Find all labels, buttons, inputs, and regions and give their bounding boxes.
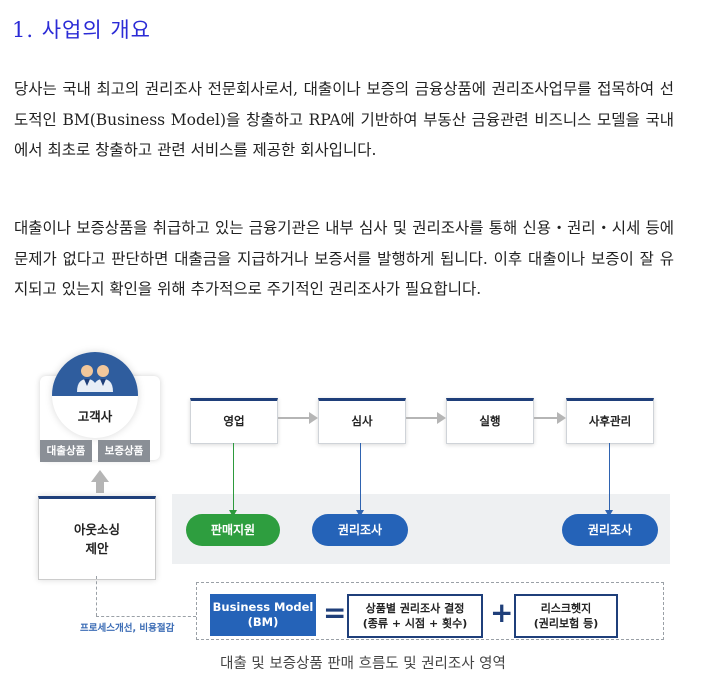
risk-hedge-box: 리스크헷지 (권리보험 등)	[514, 594, 618, 638]
plus-sign: +	[490, 596, 514, 629]
loan-product-tag: 대출상품	[40, 440, 92, 462]
intro-paragraph: 당사는 국내 최고의 권리조사 전문회사로서, 대출이나 보증의 금융상품에 권…	[14, 80, 674, 159]
process-paragraph: 대출이나 보증상품을 취급하고 있는 금융기관은 내부 심사 및 권리조사를 통…	[14, 219, 674, 298]
decision-line2: (종류 + 시점 + 횟수)	[362, 617, 468, 630]
outsourcing-line1: 아웃소싱	[73, 522, 120, 537]
arrow-right-icon	[534, 412, 566, 424]
process-improvement-label: 프로세스개선, 비용절감	[80, 623, 175, 634]
diagram-caption: 대출 및 보증상품 판매 흐름도 및 권리조사 영역	[220, 656, 506, 672]
sales-support-pill: 판매지원	[186, 514, 280, 546]
flow-diagram: 고객사 대출상품 보증상품 아웃소싱 제안 영업 심사 실행 사후관리 판매지원…	[0, 350, 726, 687]
process-step-review: 심사	[318, 398, 406, 444]
rights-decision-box: 상품별 권리조사 결정 (종류 + 시점 + 횟수)	[347, 594, 483, 638]
guarantee-product-tag: 보증상품	[98, 440, 150, 462]
bm-line2: (BM)	[247, 615, 279, 629]
equals-sign: =	[323, 596, 347, 629]
section-heading: 1. 사업의 개요	[12, 18, 151, 42]
arrow-down-icon	[356, 443, 364, 517]
outsourcing-line2: 제안	[85, 541, 109, 556]
up-arrow-icon	[91, 470, 109, 482]
dashed-connector	[96, 616, 196, 617]
arrow-right-icon	[278, 412, 318, 424]
dashed-connector	[96, 576, 97, 616]
hedge-line1: 리스크헷지	[540, 602, 592, 615]
rights-survey-pill: 권리조사	[312, 514, 408, 546]
arrow-down-icon	[229, 443, 237, 517]
arrow-right-icon	[406, 412, 446, 424]
business-model-box: Business Model (BM)	[210, 594, 316, 636]
customer-circle: 고객사	[52, 352, 138, 438]
hedge-line2: (권리보험 등)	[533, 617, 599, 630]
process-step-aftercare: 사후관리	[566, 398, 654, 444]
customer-label: 고객사	[77, 409, 113, 424]
decision-line1: 상품별 권리조사 결정	[365, 602, 465, 615]
bm-line1: Business Model	[212, 600, 314, 614]
rights-survey-pill: 권리조사	[562, 514, 658, 546]
outsourcing-proposal-box: 아웃소싱 제안	[38, 496, 156, 580]
process-step-execution: 실행	[446, 398, 534, 444]
bm-dashed-frame	[196, 582, 664, 640]
people-icon	[77, 365, 113, 392]
process-step-sales: 영업	[190, 398, 278, 444]
arrow-down-icon	[605, 443, 613, 517]
